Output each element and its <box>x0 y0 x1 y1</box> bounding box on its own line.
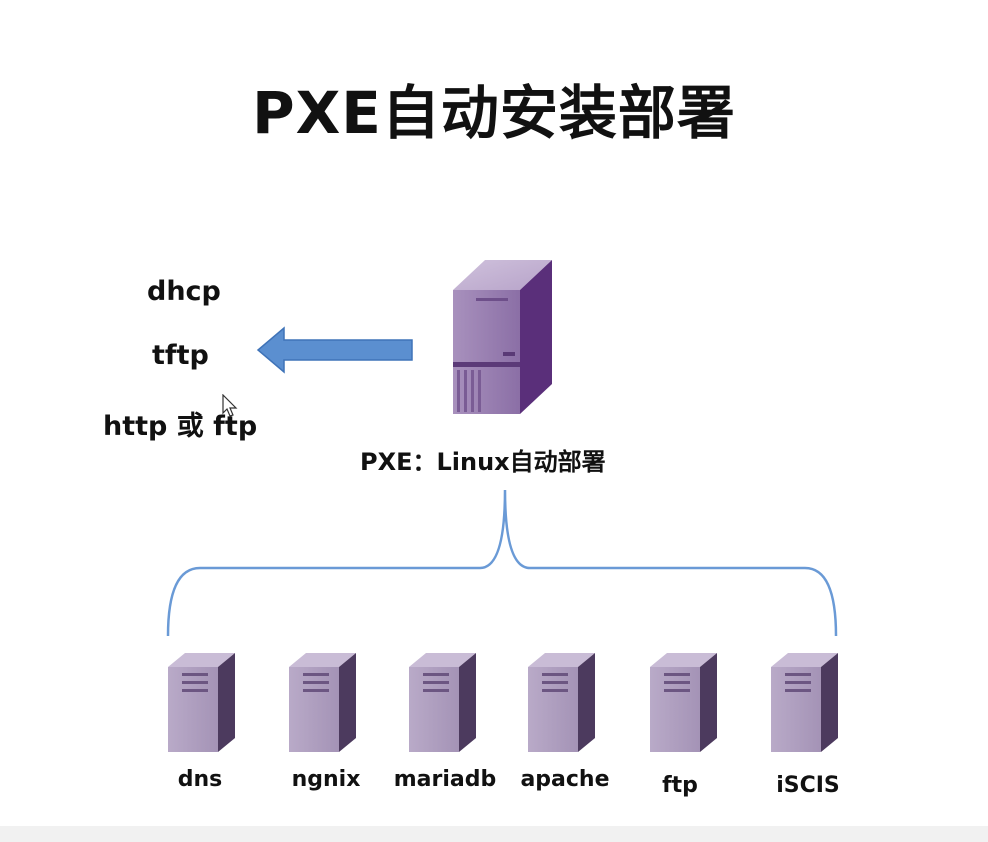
slide-title: PXE自动安装部署 <box>252 79 736 147</box>
protocol-tftp: tftp <box>152 340 209 371</box>
server-icon-dns <box>168 653 235 752</box>
mouse-cursor-icon <box>222 394 238 417</box>
service-label-ngnix: ngnix <box>291 767 361 792</box>
server-icon-mariadb <box>409 653 476 752</box>
main-server-label: PXE：Linux自动部署 <box>360 448 606 476</box>
bottom-strip <box>0 826 988 842</box>
brace-connector <box>166 489 838 637</box>
arrow-left-icon <box>256 326 413 374</box>
server-icon-ngnix <box>289 653 356 752</box>
service-label-mariadb: mariadb <box>393 767 497 792</box>
server-icon-apache <box>528 653 595 752</box>
protocol-dhcp: dhcp <box>147 276 221 307</box>
server-icon-ftp <box>650 653 717 752</box>
protocol-http-or-ftp: http 或 ftp <box>103 411 258 442</box>
service-label-dns: dns <box>177 767 223 792</box>
service-label-apache: apache <box>520 767 610 792</box>
service-label-iscis: iSCIS <box>776 773 840 798</box>
main-server-icon <box>453 260 552 414</box>
service-label-ftp: ftp <box>662 773 698 798</box>
server-icon-iscis <box>771 653 838 752</box>
